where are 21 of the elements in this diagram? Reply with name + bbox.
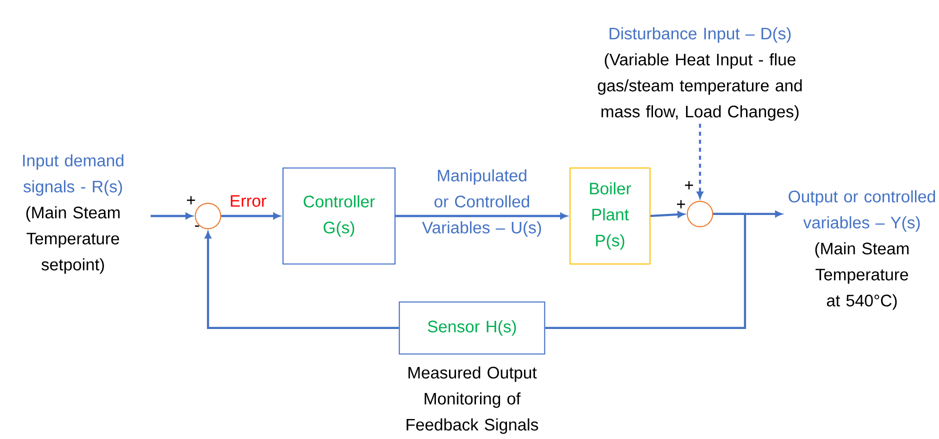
sign-label: + [676,200,686,208]
block-box: Controller G(s) [282,167,396,265]
edge-label: Manipulated or Controlled Variables – U(s) [422,169,541,237]
arrow [204,232,399,330]
signal-text: Output or controlled variables – Y(s) (Main Steam Temperature at 540°C) [788,190,935,310]
sign-label: + [186,196,196,204]
sign-label: - [194,225,200,227]
arrow [150,212,192,220]
signal-text: Input demand signals - R(s) (Main Steam Temperature setpoint) [23,154,124,274]
caption-text: Measured Output Monitoring of Feedback Signals [406,366,538,434]
arrow [396,212,567,220]
sign-label: + [684,181,694,190]
signal-text: Disturbance Input – D(s) (Variable Heat Input - flue gas/steam temperature and mass flow, Load Changes) [598,27,802,121]
arrow [696,124,704,198]
plant-box: Boiler Plant P(s) [569,167,651,265]
arrow [221,212,280,220]
summing-junction [194,202,222,230]
arrow [650,211,684,218]
edge-label: Error [230,195,266,207]
summing-junction [686,200,714,228]
block-box: Sensor H(s) [398,301,546,355]
